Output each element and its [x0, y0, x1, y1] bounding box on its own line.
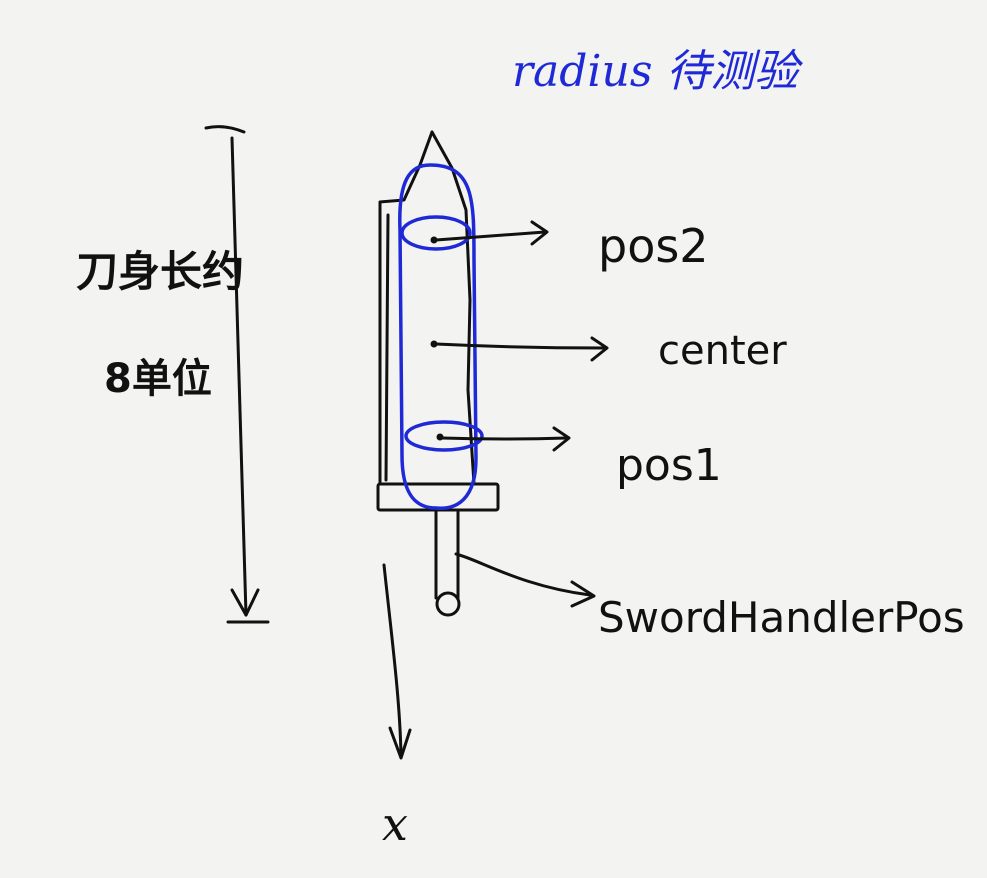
center-label: center — [658, 328, 787, 374]
x-axis-arrow — [382, 563, 412, 760]
pos1-label: pos1 — [616, 440, 722, 491]
blade-length-label: 刀身长约 — [76, 247, 244, 296]
collision-capsule — [398, 163, 484, 510]
pos2-label: pos2 — [598, 219, 709, 273]
pos1-arrow — [440, 426, 571, 452]
blade-units-label: 8单位 — [104, 356, 212, 402]
radius-note: radius 待测验 — [512, 46, 803, 97]
blade-length-arrow — [204, 125, 270, 624]
handle-arrow — [454, 552, 596, 608]
pos2-arrow — [434, 220, 549, 246]
center-arrow — [434, 336, 609, 362]
x-axis-label: x — [382, 797, 408, 851]
center-dot — [430, 340, 438, 348]
pos2-dot — [430, 236, 438, 244]
handle-label: SwordHandlerPos — [598, 593, 965, 642]
sword — [376, 130, 500, 617]
